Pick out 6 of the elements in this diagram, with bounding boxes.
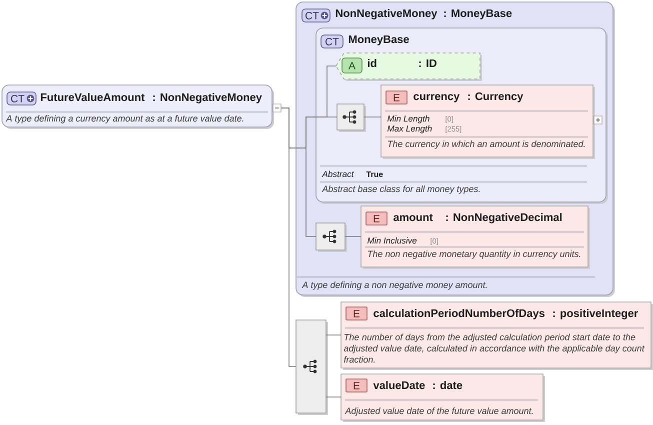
type-name: FutureValueAmount xyxy=(40,93,145,102)
connector-line xyxy=(326,396,342,398)
description: A type defining a currency amount as at a future value date. xyxy=(6,114,244,124)
connector-line xyxy=(326,334,342,336)
connector-line xyxy=(280,108,296,367)
type-reference: : NonNegativeMoney xyxy=(153,93,262,104)
